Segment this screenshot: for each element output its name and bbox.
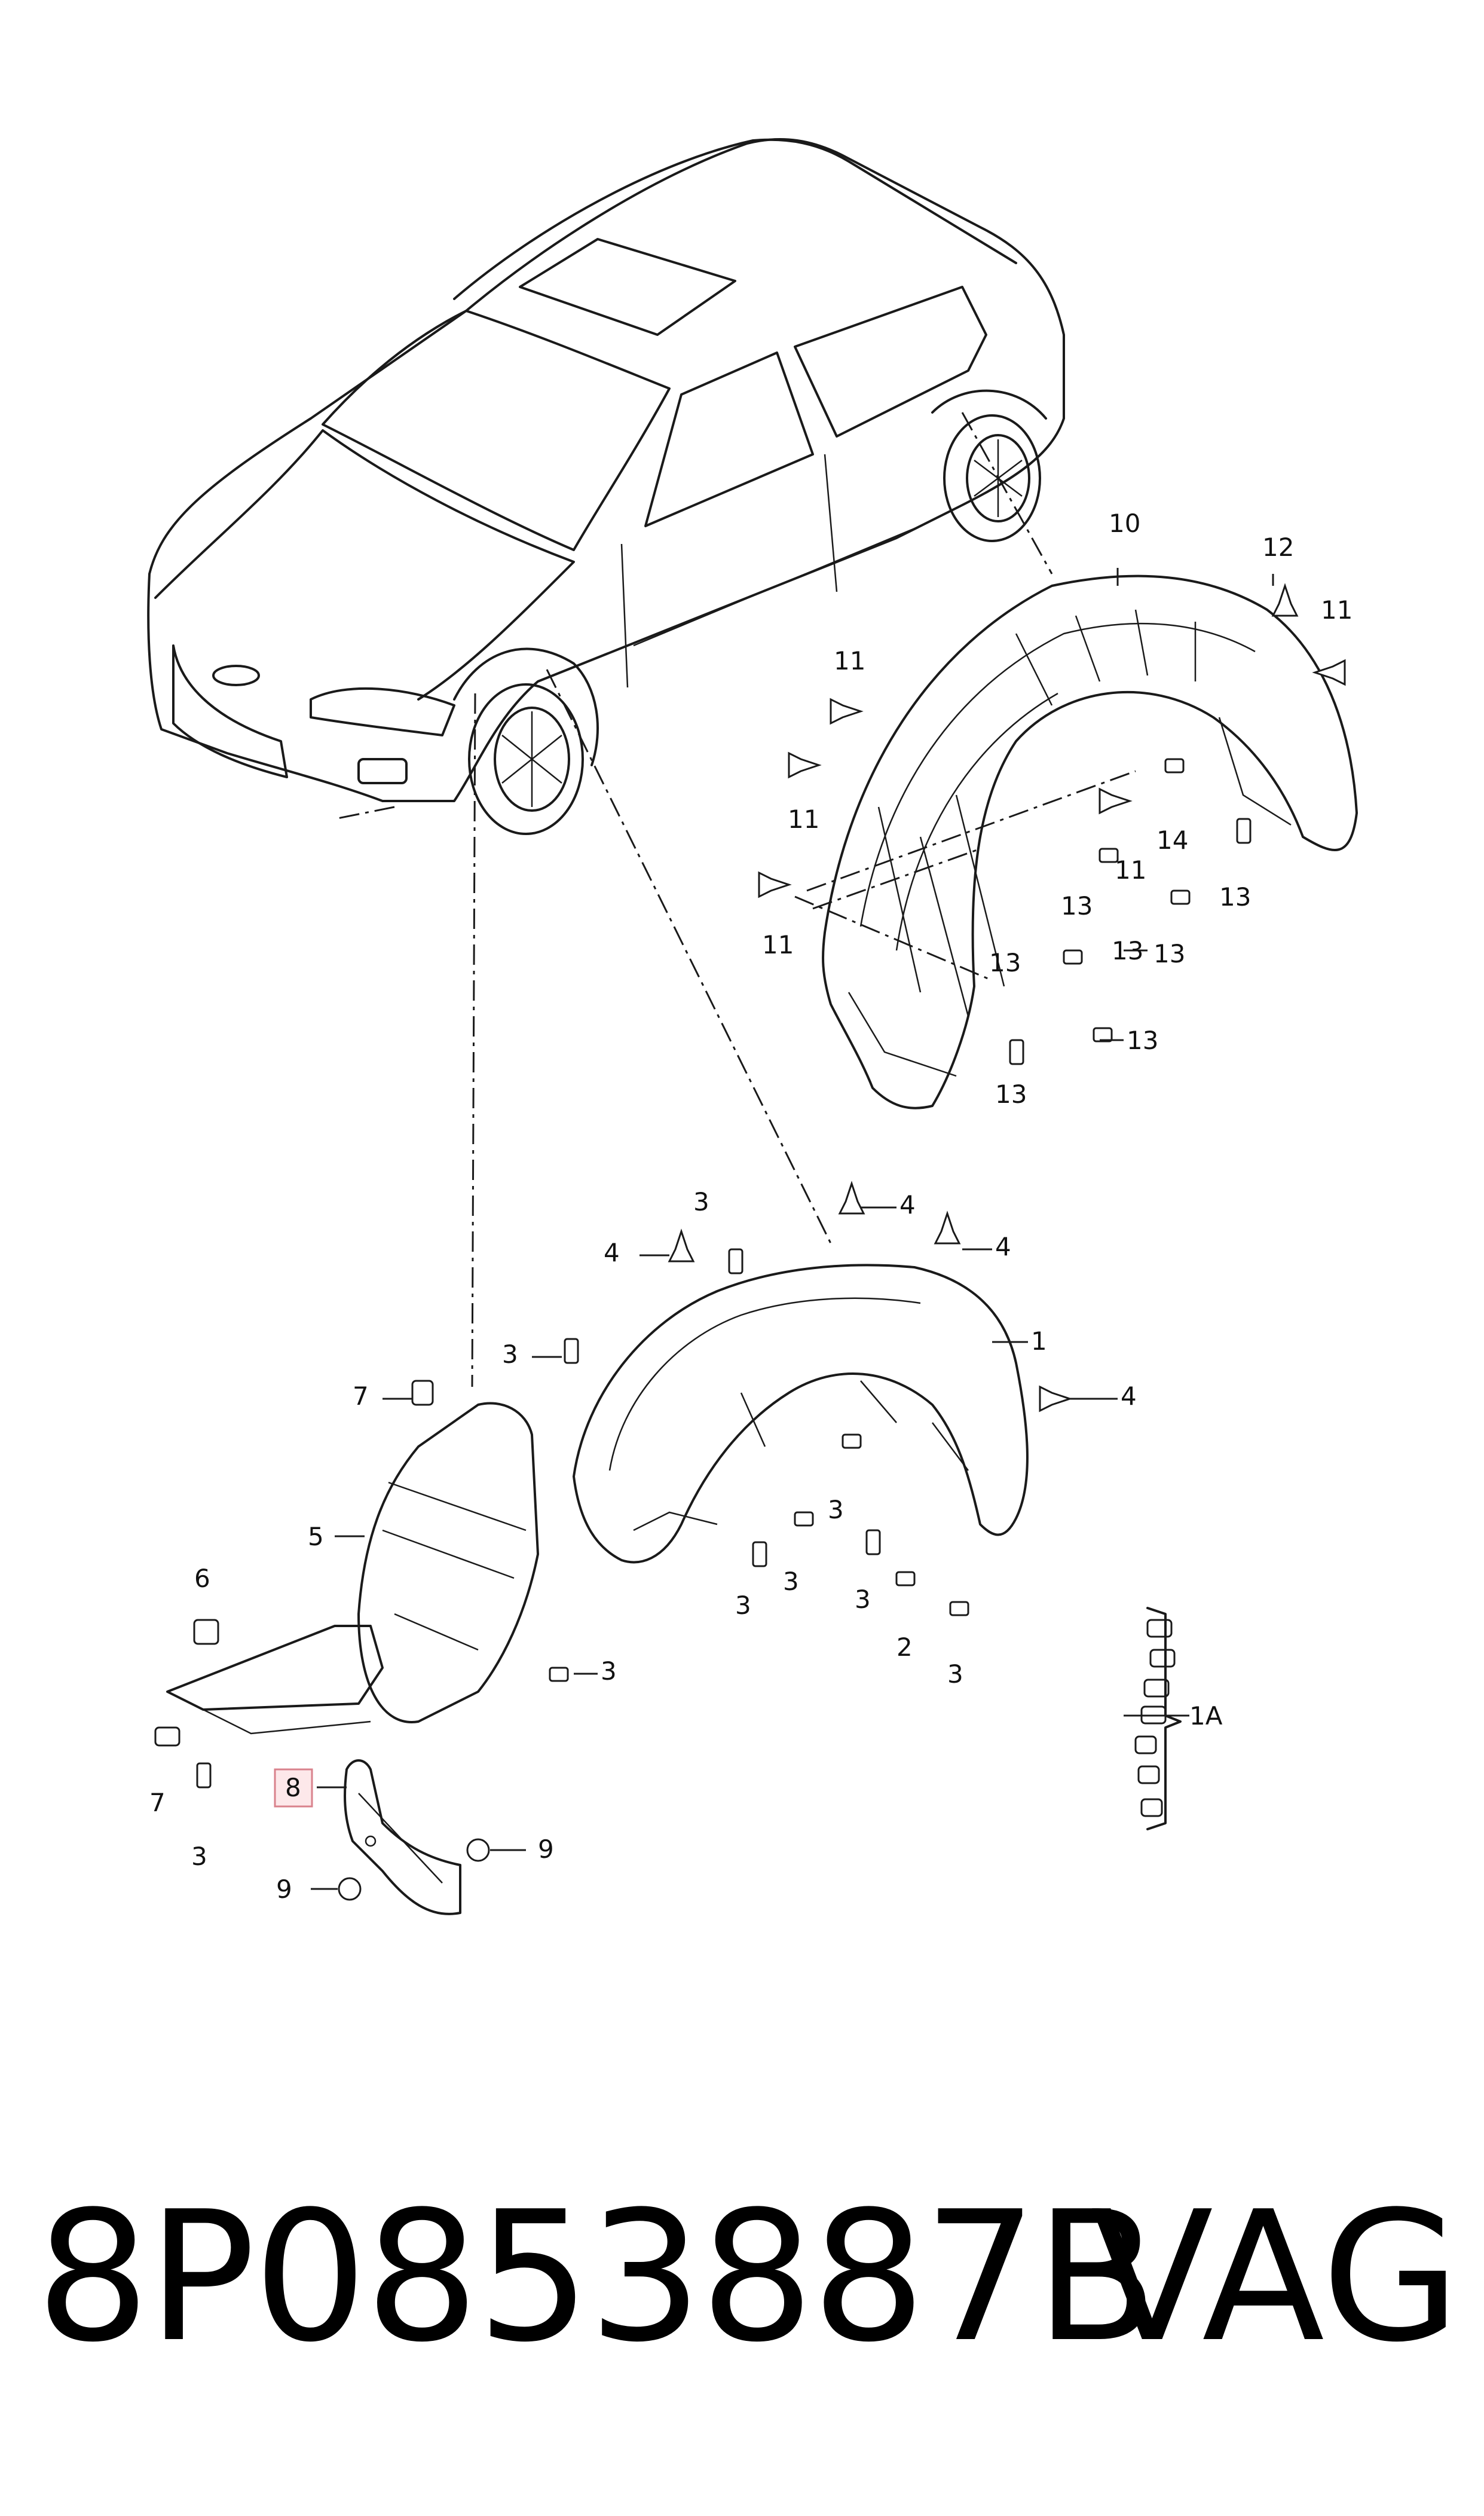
- callout-11: 11: [1115, 855, 1146, 885]
- rear-wheel-liner: [794, 574, 1358, 1109]
- callout-4: 4: [899, 1190, 916, 1219]
- callout-13: 13: [1153, 939, 1185, 968]
- callout-13: 13: [1219, 882, 1251, 912]
- callout-4: 4: [1121, 1381, 1137, 1411]
- callout-4: 4: [604, 1238, 620, 1267]
- callout-9: 9: [538, 1835, 554, 1864]
- callout-14: 14: [1156, 826, 1188, 855]
- callout-11: 11: [1321, 595, 1353, 625]
- callout-13: 13: [989, 948, 1021, 977]
- callout-3: 3: [855, 1585, 871, 1614]
- callout-2: 2: [896, 1633, 913, 1662]
- part-number: 8P0853887B: [36, 2173, 1158, 2382]
- callout-3: 3: [693, 1187, 709, 1216]
- parts-diagram: 1 1A 2 3 3 3 3 3 3 3 3 3 4 4 4 4 5 6 7 7…: [147, 137, 1358, 1915]
- clip-icon: [668, 583, 1346, 1413]
- callout-13: 13: [1112, 936, 1143, 965]
- callout-7: 7: [149, 1788, 166, 1817]
- front-wheel-liner: [573, 1264, 1029, 1564]
- callout-11: 11: [762, 930, 794, 959]
- callout-1: 1: [1031, 1326, 1047, 1356]
- callout-3: 3: [828, 1495, 844, 1524]
- callout-11: 11: [788, 805, 819, 834]
- callout-3: 3: [601, 1656, 617, 1686]
- callout-8: 8: [285, 1773, 301, 1802]
- callout-8-highlight: [274, 1768, 313, 1808]
- callout-10: 10: [1109, 509, 1140, 538]
- deflector-part-8: [344, 1759, 461, 1915]
- callout-labels: 1 1A 2 3 3 3 3 3 3 3 3 3 4 4 4 4 5 6 7 7…: [149, 509, 1353, 1904]
- callout-5: 5: [308, 1522, 324, 1551]
- callout-13: 13: [1127, 1026, 1158, 1055]
- group-bracket: [1146, 1607, 1182, 1830]
- callout-13: 13: [995, 1080, 1027, 1109]
- callout-11: 11: [834, 646, 865, 675]
- callout-4: 4: [995, 1232, 1011, 1261]
- callout-3: 3: [947, 1659, 963, 1689]
- callout-13: 13: [1061, 891, 1093, 921]
- fasteners: [154, 583, 1346, 1901]
- callout-1a: 1A: [1189, 1701, 1223, 1731]
- car-illustration: [147, 137, 1065, 835]
- callout-6: 6: [194, 1564, 210, 1593]
- nut-icon: [154, 1380, 1176, 1901]
- callout-leaders: [311, 568, 1274, 1890]
- callout-3: 3: [783, 1567, 799, 1596]
- callout-3: 3: [191, 1842, 207, 1871]
- assembly-leader-lines: [334, 412, 1053, 1387]
- brand-label: VAG: [1091, 2173, 1461, 2382]
- front-liner-rear-section: [166, 1402, 539, 1735]
- callout-3: 3: [735, 1591, 751, 1620]
- callout-12: 12: [1262, 533, 1294, 562]
- callout-7: 7: [353, 1381, 369, 1411]
- screw-icon: [196, 758, 1252, 1789]
- callout-9: 9: [276, 1875, 292, 1904]
- callout-3: 3: [502, 1340, 518, 1369]
